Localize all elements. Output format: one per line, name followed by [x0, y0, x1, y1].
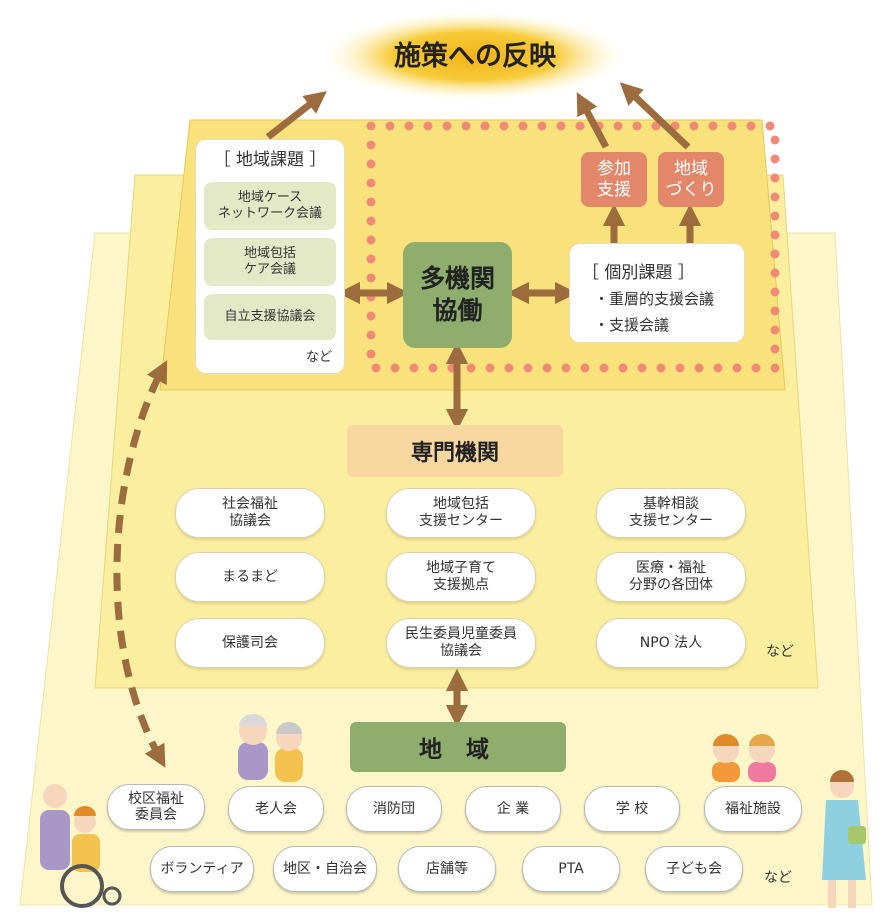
community-shops: 店舗等 — [398, 846, 496, 892]
arrow-issues-to-goal — [265, 91, 327, 140]
community-case-network-meeting: 地域ケース ネットワーク会議 — [204, 182, 336, 230]
specialist-institutions-title: 専門機関 — [347, 425, 563, 477]
individual-issues-title: ［ 個別課題 ］ — [582, 263, 695, 283]
goal-glow — [324, 12, 624, 100]
specialist-childcare-support-hub: 地域子育て 支援拠点 — [386, 552, 536, 602]
specialist-medical-welfare-groups: 医療・福祉 分野の各団体 — [596, 552, 746, 602]
community-childrens-association: 子ども会 — [645, 846, 743, 892]
community-district-welfare-committee: 校区福祉 委員会 — [107, 784, 205, 830]
independence-support-council: 自立支援協議会 — [204, 294, 336, 340]
community-schools: 学 校 — [584, 786, 680, 832]
individual-issues-panel: ［ 個別課題 ］ ・重層的支援会議 ・支援会議 — [570, 244, 744, 342]
participation-support-box: 参加 支援 — [581, 152, 647, 207]
goal-title: 施策への反映 — [394, 41, 556, 72]
community-issues-panel: ［ 地域課題 ］ 地域ケース ネットワーク会議 地域包括 ケア会議 自立支援協議… — [196, 140, 344, 373]
wheelchair-illustration — [40, 784, 122, 908]
community-companies: 企 業 — [465, 786, 561, 832]
community-neighborhood-association: 地区・自治会 — [273, 846, 377, 892]
arrow-participation-to-goal — [576, 92, 610, 149]
community-fire-brigade: 消防団 — [346, 786, 442, 832]
multi-agency-collaboration: 多機関 協働 — [403, 242, 512, 348]
support-meeting: ・支援会議 — [594, 316, 670, 334]
arrow-dashed-community-issues — [113, 360, 168, 768]
community-title: 地 域 — [350, 722, 566, 772]
multilayer-support-meeting: ・重層的支援会議 — [594, 290, 715, 308]
specialist-social-welfare-council: 社会福祉 協議会 — [175, 488, 325, 538]
community-welfare-facilities: 福祉施設 — [704, 786, 802, 832]
specialist-comprehensive-support-center: 地域包括 支援センター — [386, 488, 536, 538]
community-volunteers: ボランティア — [150, 846, 254, 892]
elderly-couple-illustration — [238, 714, 303, 782]
specialists-etc: など — [766, 644, 794, 660]
specialist-probation-volunteers: 保護司会 — [175, 618, 325, 668]
community-comprehensive-care-meeting: 地域包括 ケア会議 — [204, 238, 336, 286]
community-seniors-club: 老人会 — [228, 786, 324, 832]
children-illustration — [712, 734, 776, 782]
specialist-marumado: まるまど — [175, 552, 325, 602]
community-etc: など — [764, 870, 792, 886]
community-issues-title: ［ 地域課題 ］ — [213, 150, 327, 170]
specialist-npo: NPO 法人 — [596, 618, 746, 668]
pregnant-woman-illustration — [822, 770, 866, 908]
arrow-building-to-goal — [619, 82, 691, 150]
specialist-core-consultation-center: 基幹相談 支援センター — [596, 488, 746, 538]
community-issues-etc: など — [305, 350, 332, 365]
community-building-box: 地域 づくり — [658, 152, 724, 207]
community-pta: PTA — [522, 846, 620, 892]
specialist-welfare-commissioners: 民生委員児童委員 協議会 — [386, 618, 536, 668]
